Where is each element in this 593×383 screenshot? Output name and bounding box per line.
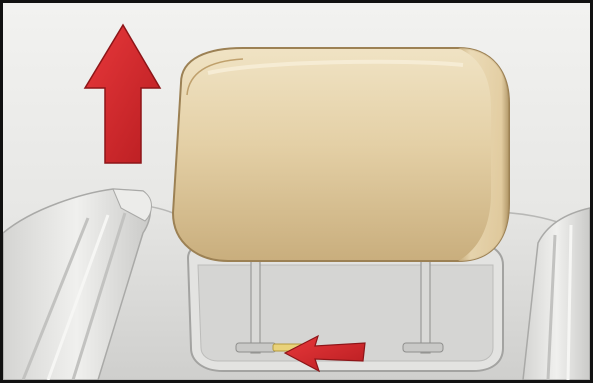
headrest xyxy=(173,48,509,261)
post-guide-right xyxy=(403,343,443,352)
post-guide-left xyxy=(236,343,276,352)
headrest-illustration xyxy=(3,3,590,380)
